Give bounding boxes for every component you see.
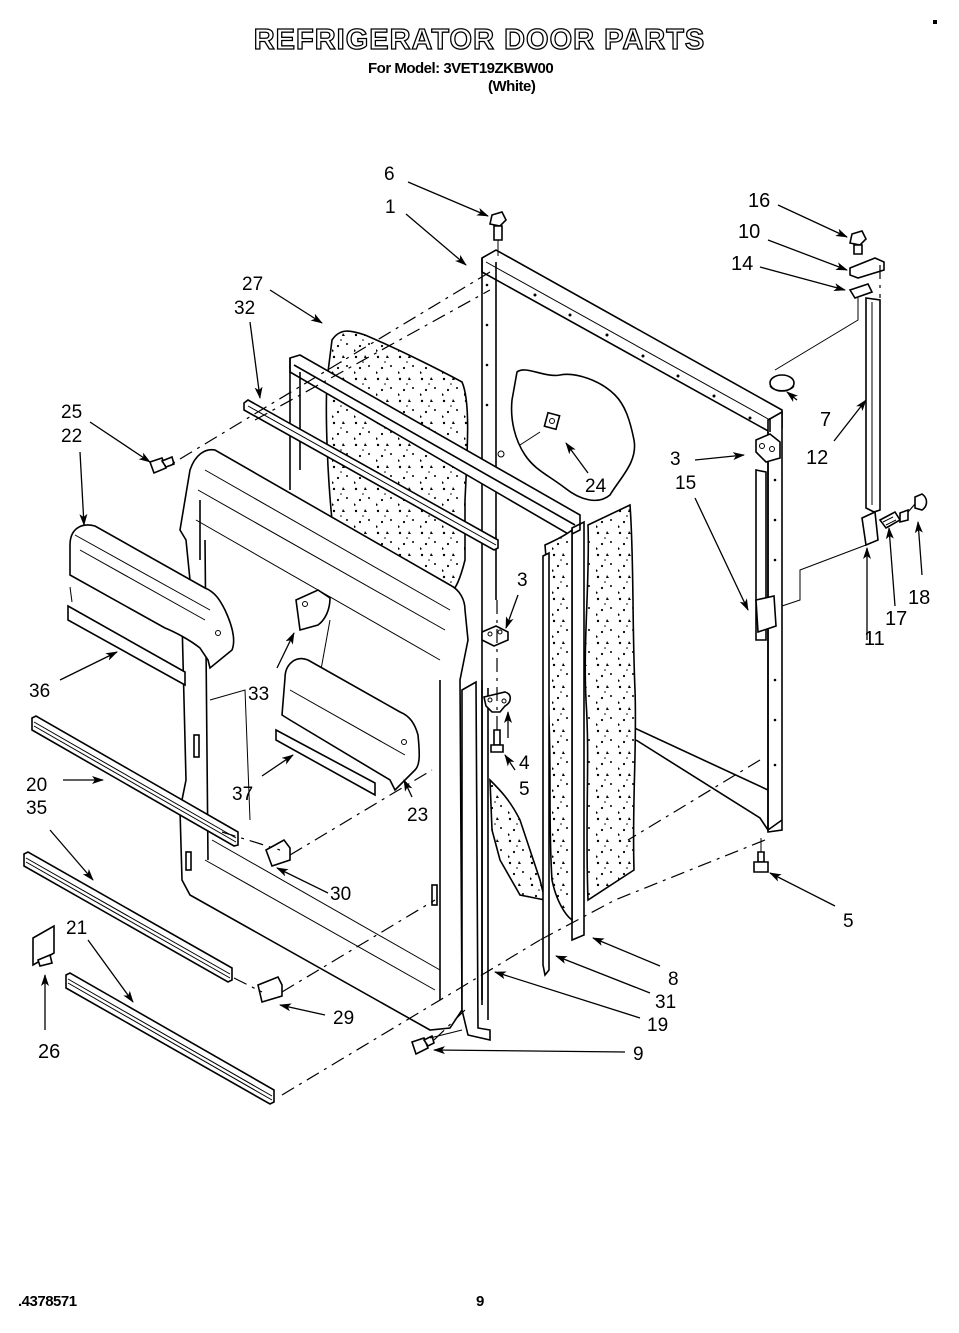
foam-insulation-side (544, 503, 637, 942)
callout-25: 25 (61, 402, 82, 423)
callout-17: 17 (885, 608, 907, 630)
callout-3-top: 3 (670, 449, 681, 470)
callout-12: 12 (806, 447, 828, 469)
hinge-clip (907, 493, 928, 513)
callout-32: 32 (234, 298, 255, 319)
callout-36: 36 (29, 681, 50, 702)
callout-30: 30 (330, 884, 351, 905)
callout-5-bottom: 5 (843, 911, 854, 932)
shelf-bracket (295, 589, 331, 632)
callout-22: 22 (61, 426, 82, 447)
page-title: REFRIGERATOR DOOR PARTS (253, 23, 706, 56)
upper-door-shelf (67, 524, 235, 687)
callout-3-middle: 3 (517, 570, 528, 591)
outer-door-panel (481, 249, 783, 1005)
callout-33: 33 (248, 684, 269, 705)
page-number: 9 (476, 1293, 485, 1310)
bottom-liner-screw (410, 1034, 435, 1056)
callout-21: 21 (66, 918, 87, 939)
callout-16: 16 (748, 190, 770, 212)
liner-screw (148, 455, 175, 475)
callout-1: 1 (385, 197, 396, 218)
callout-14: 14 (731, 253, 753, 275)
callout-18: 18 (908, 587, 930, 609)
shelf-rail-middle (23, 851, 233, 983)
document-number: .4378571 (18, 1293, 77, 1310)
shelf-rail-lower (65, 972, 275, 1105)
corner-mark (933, 20, 937, 24)
hinge-plate (849, 257, 885, 279)
callout-10: 10 (738, 221, 760, 243)
middle-hinge-assembly (481, 600, 512, 753)
hinge-screw (849, 230, 867, 255)
callout-19: 19 (647, 1015, 668, 1036)
rail-clip-upper (265, 838, 291, 868)
color-note: (White) (488, 78, 536, 95)
top-trim-strip (243, 399, 499, 551)
callout-5-middle: 5 (519, 779, 530, 800)
callout-31: 31 (655, 992, 676, 1013)
lower-hinge-block (781, 510, 879, 607)
rail-clip-lower (257, 975, 283, 1004)
callout-7: 7 (820, 409, 831, 431)
callout-labels: 6 1 16 10 14 27 32 7 12 25 22 24 3 15 18… (26, 164, 930, 1065)
callout-arrows (41, 181, 923, 1055)
callout-11: 11 (864, 628, 885, 650)
door-stop-rod (865, 265, 881, 513)
bottom-hinge-screw (753, 838, 769, 873)
lower-door-shelf (275, 658, 421, 797)
callout-8: 8 (668, 969, 679, 990)
hinge-cap (769, 374, 795, 392)
shelf-rail-upper (31, 715, 239, 847)
callout-26: 26 (38, 1041, 60, 1063)
callout-4: 4 (519, 753, 530, 774)
callout-20: 20 (26, 775, 47, 796)
callout-6: 6 (384, 164, 395, 185)
callout-15: 15 (675, 473, 696, 494)
door-gasket (461, 680, 547, 1042)
gasket-strip (542, 551, 550, 977)
hinge-shim (774, 283, 874, 371)
callout-29: 29 (333, 1008, 354, 1029)
hinge-spring (878, 508, 909, 530)
small-bracket (32, 924, 55, 967)
callout-27: 27 (242, 274, 263, 295)
callout-37: 37 (232, 784, 253, 805)
top-screw (489, 211, 507, 256)
access-cutout (497, 369, 636, 502)
callout-35: 35 (26, 798, 47, 819)
model-number: For Model: 3VET19ZKBW00 (368, 60, 554, 77)
callout-23: 23 (407, 805, 428, 826)
callout-24: 24 (585, 476, 607, 497)
callout-9: 9 (633, 1044, 644, 1065)
